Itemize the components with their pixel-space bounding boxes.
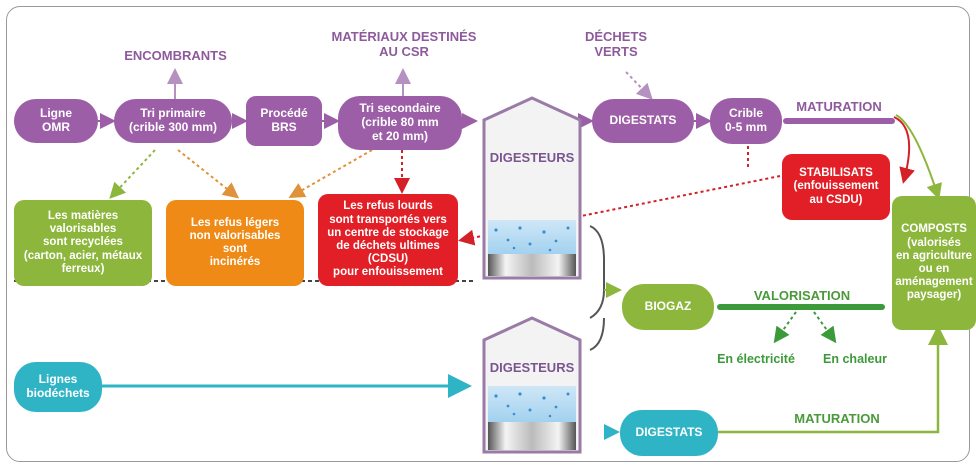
box-refus-lourds: Les refus lourds sont transportés vers u…	[318, 194, 458, 286]
digesteur-top	[482, 96, 582, 280]
box-digestats-top: DIGESTATS	[592, 99, 694, 143]
box-procede-brs: Procédé BRS	[246, 96, 322, 146]
label-chaleur: En chaleur	[823, 352, 887, 366]
digesteurs-top-label: DIGESTEURS	[489, 150, 575, 165]
box-tri-secondaire: Tri secondaire (crible 80 mm et 20 mm)	[338, 96, 462, 150]
box-refus-legers: Les refus légers non valorisables sont i…	[166, 200, 304, 286]
label-valorisation: VALORISATION	[753, 288, 851, 303]
box-crible: Crible 0-5 mm	[710, 98, 782, 144]
label-maturation-top: MATURATION	[796, 99, 882, 114]
box-digestats-bottom: DIGESTATS	[620, 410, 718, 456]
digesteurs-bottom-label: DIGESTEURS	[489, 360, 575, 375]
label-encombrants: ENCOMBRANTS	[124, 48, 227, 63]
label-maturation-bottom: MATURATION	[794, 411, 880, 426]
box-ligne-omr: Ligne OMR	[14, 99, 98, 143]
box-biogaz: BIOGAZ	[622, 284, 714, 330]
box-matieres-recyclees: Les matières valorisables sont recyclées…	[14, 200, 152, 286]
label-electricite: En électricité	[717, 352, 795, 366]
box-lignes-biodechets: Lignes biodéchets	[14, 362, 102, 412]
label-csr: MATÉRIAUX DESTINÉS AU CSR	[331, 29, 477, 59]
box-tri-primaire: Tri primaire (crible 300 mm)	[114, 99, 232, 143]
digesteur-bottom	[482, 316, 582, 454]
box-stabilisats: STABILISATS (enfouissement au CSDU)	[782, 154, 890, 220]
box-composts: COMPOSTS (valorisés en agriculture ou en…	[892, 196, 976, 330]
label-dechets-verts: DÉCHETS VERTS	[584, 29, 648, 59]
